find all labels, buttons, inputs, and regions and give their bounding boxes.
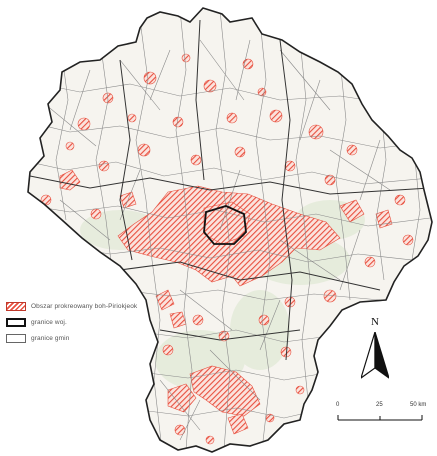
scale-bar-graphic <box>337 415 423 421</box>
north-arrow: N <box>356 316 394 384</box>
scale-tick-label: 50 km <box>410 402 427 408</box>
thick-outline-swatch-icon <box>6 318 26 327</box>
city-boundary <box>203 205 247 245</box>
scale-bar: 0 25 50 km <box>330 402 434 428</box>
legend-label: granice woj. <box>31 319 67 326</box>
commune-boundaries <box>28 9 431 451</box>
scale-tick-label: 0 <box>336 402 340 408</box>
north-arrow-icon <box>361 332 389 379</box>
legend-item-hatched-area: Obszar prokreowany boh-Piriokjeok <box>6 300 196 313</box>
province-border <box>27 7 433 453</box>
map-legend: Obszar prokreowany boh-Piriokjeok granic… <box>6 300 196 348</box>
county-boundaries <box>29 19 431 361</box>
legend-label: Obszar prokreowany boh-Piriokjeok <box>31 303 138 310</box>
scale-tick-label: 25 <box>376 402 383 408</box>
north-label: N <box>371 316 379 328</box>
legend-item-commune-border: granice gmin <box>6 332 196 345</box>
legend-label: granice gmin <box>31 335 70 342</box>
hatch-swatch-icon <box>6 302 26 311</box>
thin-outline-swatch-icon <box>6 334 26 343</box>
legend-item-province-border: granice woj. <box>6 316 196 329</box>
